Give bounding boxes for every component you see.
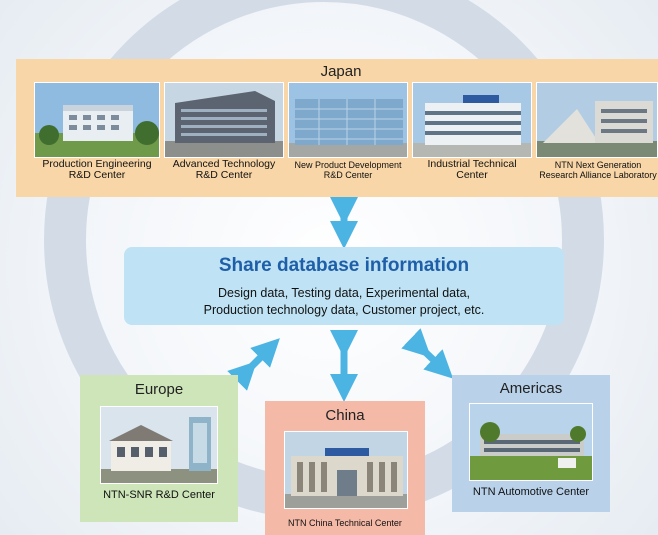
- caption-line: NTN Next Generation: [554, 160, 642, 170]
- europe-panel: Europe NTN-SNR R&D Center: [80, 375, 238, 522]
- caption-line: New Product Development: [294, 160, 402, 170]
- center-caption-2: Advanced Technology R&D Center: [158, 159, 290, 181]
- ntn-automotive-center-photo: [469, 403, 593, 481]
- europe-title: Europe: [134, 381, 184, 398]
- americas-title: Americas: [499, 380, 563, 397]
- china-title: China: [325, 407, 365, 424]
- china-caption: NTN China Technical Center: [288, 518, 402, 528]
- caption-line: Industrial Technical: [427, 158, 517, 170]
- center-caption-1: Production Engineering R&D Center: [30, 159, 164, 181]
- caption-line: Center: [456, 169, 488, 181]
- caption-line: Research Alliance Laboratory: [539, 170, 657, 180]
- advanced-technology-building-photo: [164, 82, 284, 158]
- americas-share-double-arrow: [401, 328, 454, 379]
- center-caption-4: Industrial Technical Center: [408, 159, 536, 181]
- caption-line: R&D Center: [68, 169, 126, 181]
- ntn-snr-building-photo: [100, 406, 218, 484]
- europe-caption: NTN-SNR R&D Center: [103, 489, 215, 501]
- production-engineering-building-photo: [34, 82, 160, 158]
- caption-line: R&D Center: [323, 170, 373, 180]
- caption-line: Production Engineering: [42, 158, 152, 170]
- caption-line: Advanced Technology: [172, 158, 276, 170]
- caption-line: R&D Center: [195, 169, 253, 181]
- europe-share-double-arrow: [227, 338, 280, 391]
- japan-title: Japan: [320, 63, 362, 80]
- share-description-line-2: Production technology data, Customer pro…: [203, 303, 485, 317]
- center-caption-5: NTN Next Generation Research Alliance La…: [532, 160, 658, 180]
- japan-panel: Japan Production Engineering R&D Center: [16, 59, 658, 197]
- americas-panel: Americas NTN Automotive Center: [452, 375, 610, 512]
- next-generation-laboratory-photo: [536, 82, 658, 158]
- center-caption-3: New Product Development R&D Center: [284, 160, 412, 180]
- ntn-china-technical-center-photo: [284, 431, 408, 509]
- new-product-development-building-photo: [288, 82, 408, 158]
- share-database-box: Share database information Design data, …: [124, 247, 564, 325]
- americas-caption: NTN Automotive Center: [472, 486, 590, 498]
- share-description-line-1: Design data, Testing data, Experimental …: [217, 286, 470, 300]
- share-database-title: Share database information: [218, 255, 470, 276]
- china-panel: China NTN China Technical Center: [265, 401, 425, 535]
- industrial-technical-center-photo: [412, 82, 532, 158]
